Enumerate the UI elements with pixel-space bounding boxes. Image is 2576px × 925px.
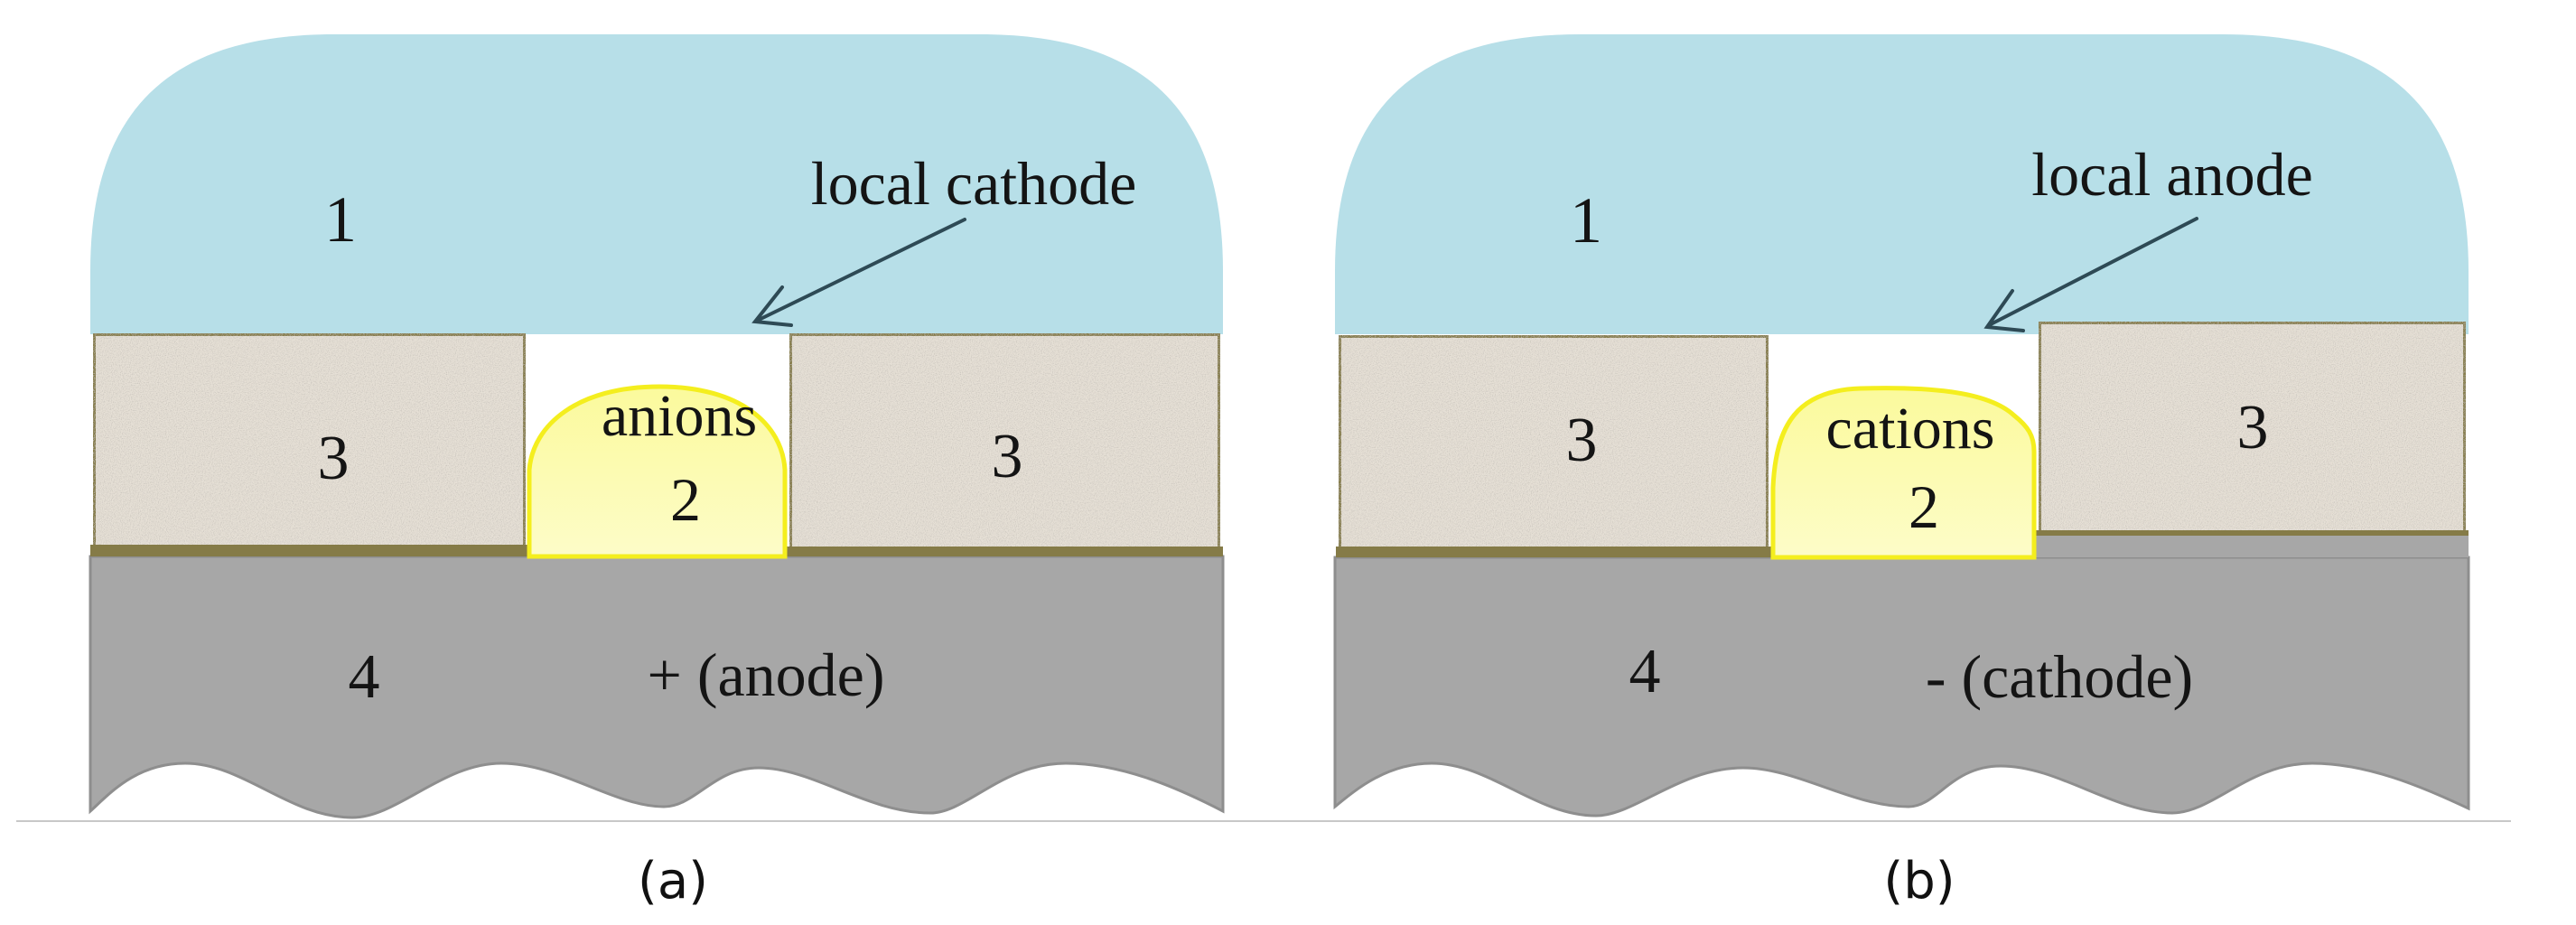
caption-a: (a) [638, 852, 708, 911]
corrosion-label: 2 [670, 465, 701, 534]
electrode-label: + (anode) [647, 640, 884, 709]
electrolyte-droplet [1335, 34, 2469, 334]
coating-block-left-base [1336, 547, 1771, 557]
electrolyte-label: 1 [1570, 184, 1602, 257]
caption-b: (b) [1883, 852, 1955, 911]
corrosion-label: 2 [1909, 472, 1939, 541]
coating-left-label: 3 [1566, 406, 1598, 475]
metal-label: 4 [349, 642, 380, 712]
pointer-label: local anode [2031, 140, 2313, 209]
panel-a: 1 local cathode 3 3 anions 2 4 + (anode) [89, 34, 1225, 819]
coating-block-right [787, 331, 1223, 557]
coating-left-label: 3 [318, 424, 350, 493]
coating-block-right-base [787, 547, 1223, 556]
electrode-label: - (cathode) [1926, 642, 2193, 711]
coating-right-label: 3 [2237, 393, 2269, 462]
metal-label: 4 [1629, 637, 1661, 706]
corrosion-product [1770, 386, 2037, 560]
panel-b: 1 local anode 3 3 cations 2 4 - (cathode… [1333, 34, 2470, 818]
coating-block-left [90, 331, 528, 557]
pointer-arrow [751, 218, 966, 327]
ion-label: cations [1826, 396, 1995, 462]
electrolyte-droplet [90, 34, 1223, 334]
ion-label: anions [602, 383, 757, 449]
corrosion-product [527, 384, 788, 559]
metal-substrate [89, 555, 1225, 819]
coating-block-right-base-gray [2036, 536, 2469, 557]
electrolyte-label: 1 [324, 183, 357, 256]
coating-block-right [2036, 319, 2469, 536]
coating-block-left [1336, 332, 1771, 558]
metal-substrate [1333, 556, 2470, 818]
coating-block-left-base [90, 545, 528, 556]
coating-right-label: 3 [992, 422, 1023, 491]
pointer-arrow [1983, 217, 2198, 332]
pointer-label: local cathode [811, 149, 1137, 218]
